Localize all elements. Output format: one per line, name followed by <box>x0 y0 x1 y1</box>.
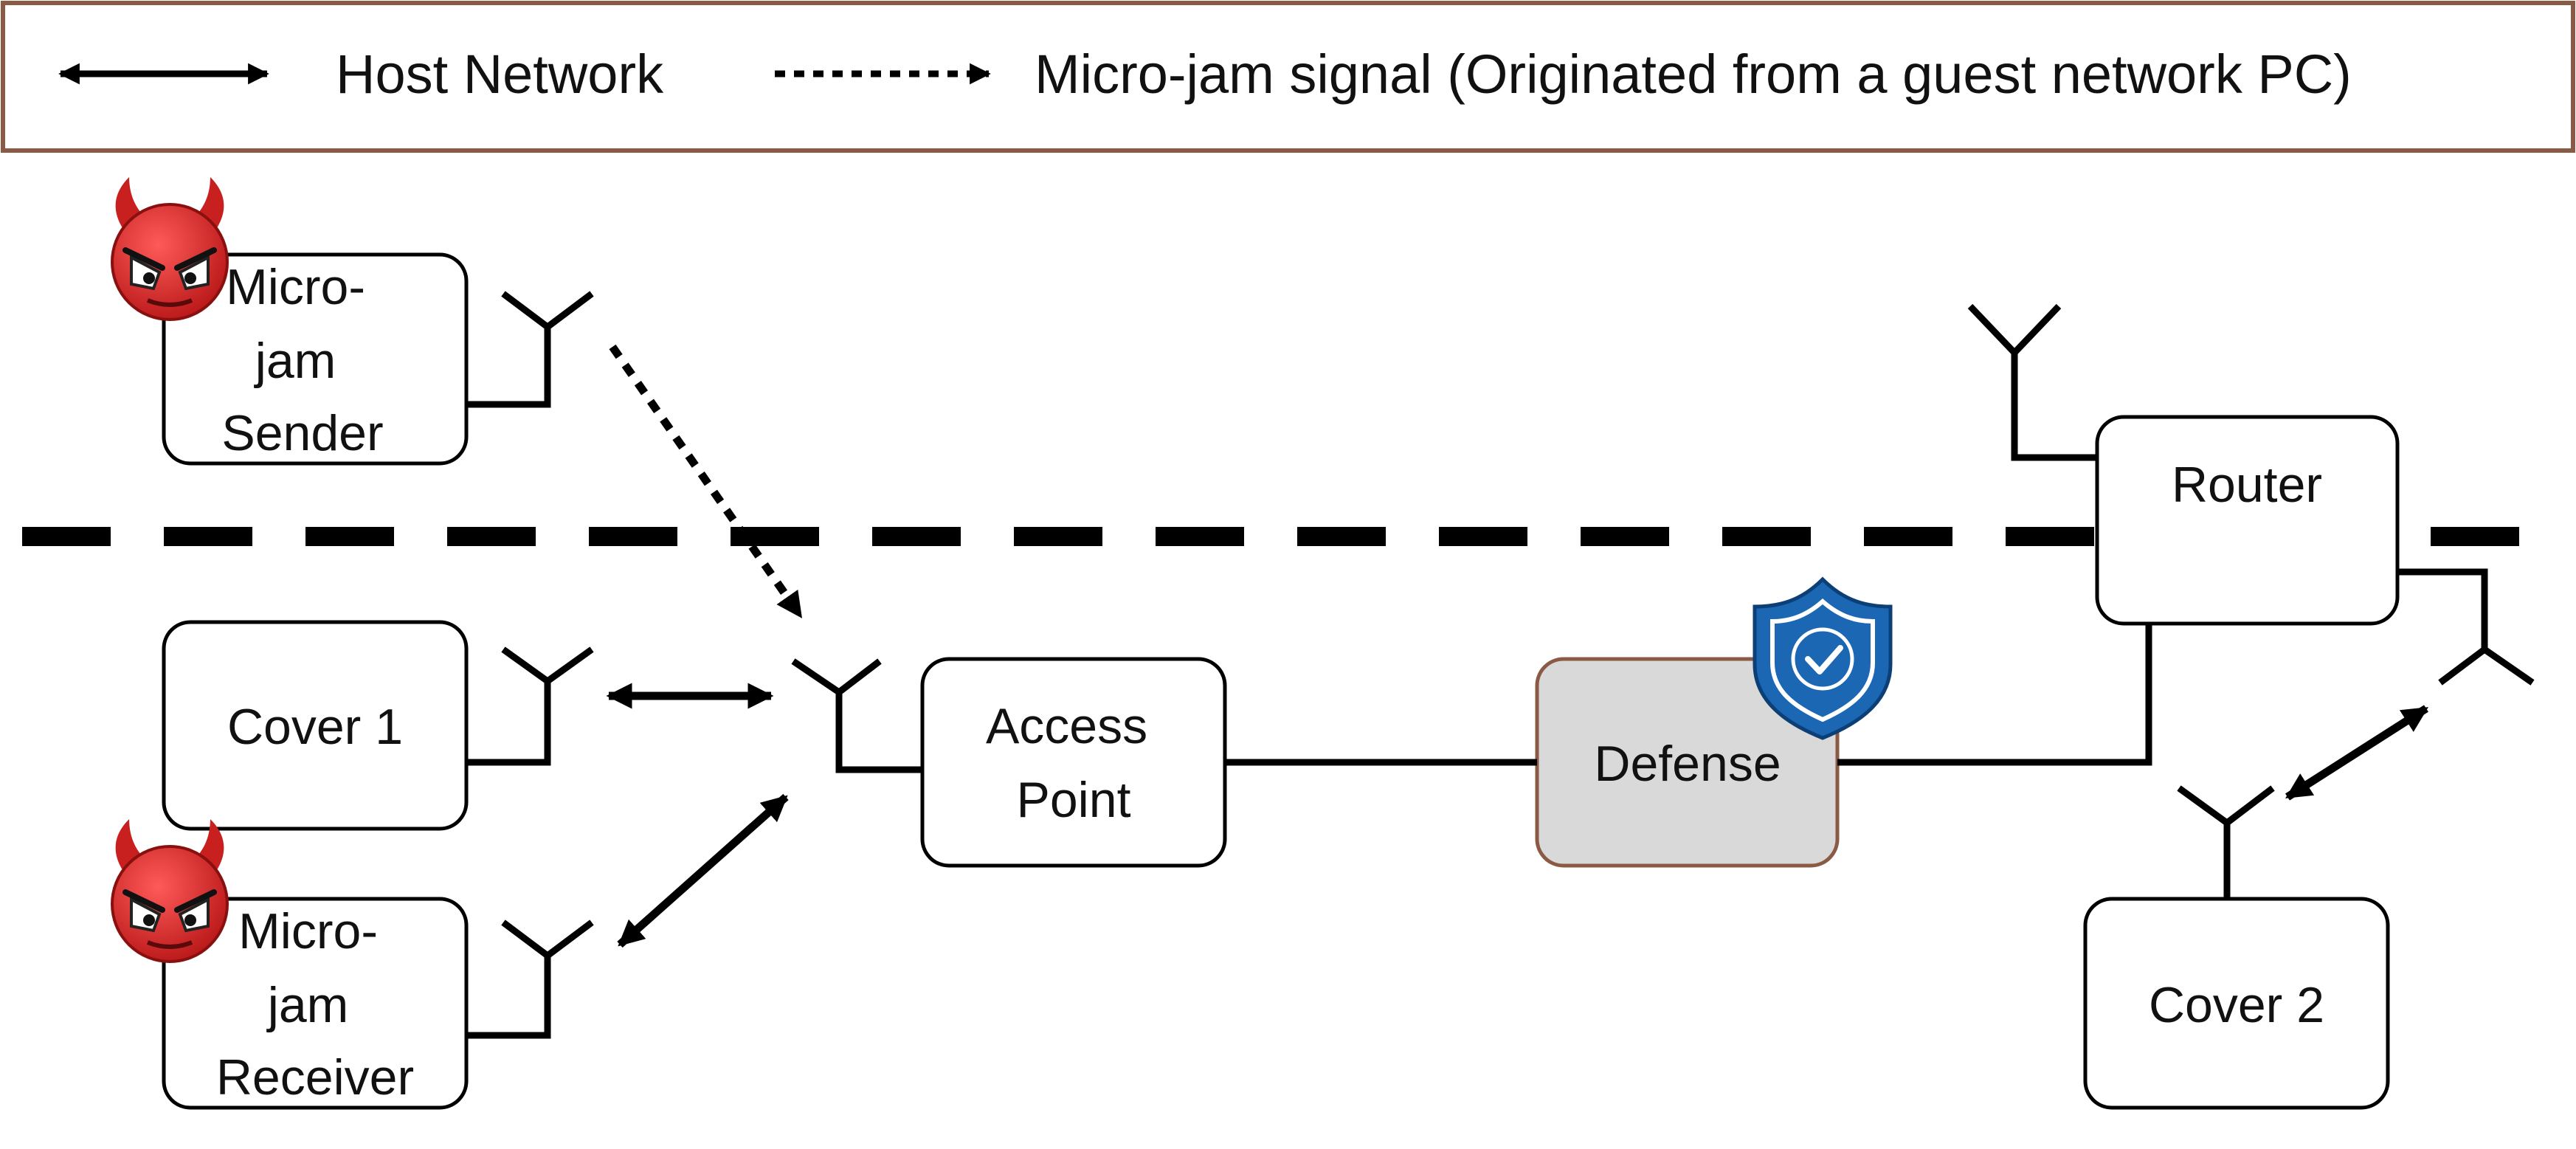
microjam-legend-label: Micro-jam signal (Originated from a gues… <box>1035 44 2352 105</box>
microjam-receiver-node: Micro- jam Receiver <box>112 819 594 1110</box>
router-cover2-arrow <box>2285 705 2428 801</box>
antenna-icon <box>2177 785 2275 899</box>
svg-text:Defense: Defense <box>1594 736 1781 792</box>
access-point-label-1: Access <box>986 698 1147 754</box>
svg-text:Router: Router <box>2172 457 2322 513</box>
devil-face-icon <box>112 819 227 962</box>
cover1-node: Cover 1 <box>162 620 594 831</box>
microjam-sender-node: Micro- jam Sender <box>112 177 594 466</box>
router-box <box>2095 415 2400 626</box>
access-point-label-2: Point <box>1017 772 1131 828</box>
wired-links <box>1225 624 2152 766</box>
antenna-icon <box>466 646 594 766</box>
microjam-sender-label-3: Sender <box>221 405 383 461</box>
antenna-icon <box>2397 568 2535 686</box>
microjam-sender-label-2: jam <box>254 333 336 389</box>
microjam-sender-box <box>162 252 469 466</box>
access-point-box <box>920 657 1227 868</box>
svg-text:Cover 2: Cover 2 <box>2149 977 2324 1033</box>
devil-face-icon <box>112 177 227 320</box>
microjam-receiver-label-1: Micro- <box>238 903 378 959</box>
cover2-box <box>2083 897 2390 1110</box>
cover1-label: Cover 1 <box>227 699 403 755</box>
microjam-receiver-label-3: Receiver <box>216 1049 414 1105</box>
svg-text:Micro- jam Receive: Micro- jam Receiver <box>216 903 414 1105</box>
router-node: Router <box>1967 303 2535 686</box>
defense-router-link <box>1837 624 2152 766</box>
microjam-signal-arrow <box>609 344 804 619</box>
microjam-receiver-box <box>162 897 469 1110</box>
host-network-legend-label: Host Network <box>336 44 664 105</box>
antenna-icon <box>466 291 594 408</box>
svg-text:Access Point: Access Point <box>986 698 1161 828</box>
receiver-ap-arrow <box>617 793 789 948</box>
antenna-icon <box>466 919 594 1039</box>
cover1-box <box>162 620 469 831</box>
access-point-node: Access Point <box>791 657 1227 868</box>
cover2-label: Cover 2 <box>2149 977 2324 1033</box>
antenna-icon <box>1967 303 2097 461</box>
svg-text:Cover 1: Cover 1 <box>227 699 403 755</box>
svg-text:Micro- jam Sender: Micro- jam Sender <box>221 259 383 461</box>
cover2-node: Cover 2 <box>2083 785 2390 1110</box>
defense-label: Defense <box>1594 736 1781 792</box>
microjam-sender-label-1: Micro- <box>226 259 365 315</box>
microjam-receiver-label-2: jam <box>266 977 349 1033</box>
legend: Host Network Micro-jam signal (Originate… <box>1 1 2575 153</box>
legend-box <box>1 1 2575 153</box>
antenna-icon <box>791 658 922 773</box>
router-label: Router <box>2172 457 2322 513</box>
shield-check-icon <box>1753 576 1893 740</box>
defense-node: Defense <box>1535 576 1893 868</box>
